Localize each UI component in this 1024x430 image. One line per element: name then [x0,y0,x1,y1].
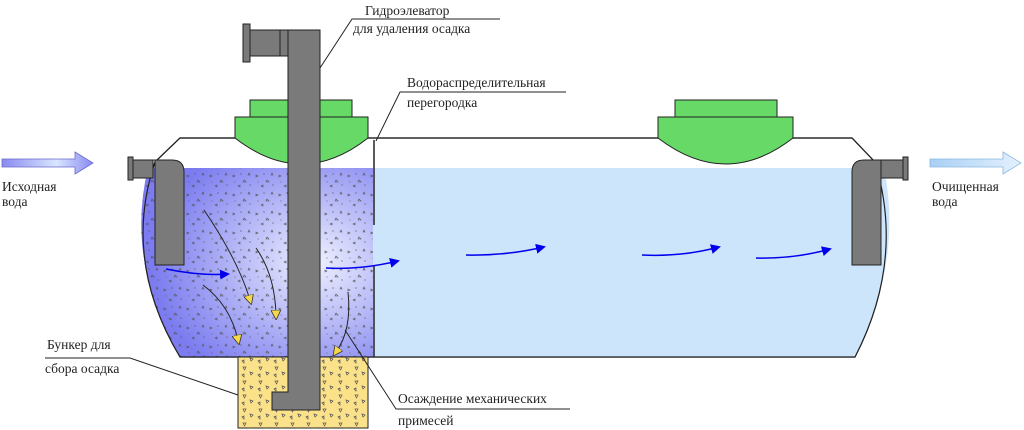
inlet-label-line2: вода [2,194,28,209]
inlet-label: Исходная вода [2,179,56,209]
leader-lines [45,18,570,410]
hydroelevator-label-line1: Гидроэлеватор [365,3,450,18]
flow-arrow [325,257,400,270]
settling-label-line1: Осаждение механических [398,391,547,406]
hydroelevator-label-line2: для удаления осадка [353,21,471,36]
flow-arrows [165,243,832,280]
inlet-arrow-icon [1,151,94,175]
flow-arrow [641,244,721,257]
settling-arrow [336,291,350,352]
outlet-pipe [851,156,909,266]
settling-arrow [203,209,250,300]
flow-arrow [465,243,546,256]
outlet-label-line1: Очищенная [932,179,999,194]
partition-label-line2: перегородка [407,95,478,110]
flow-arrow [755,246,832,259]
bunker-label-line2: сбора осадка [45,361,120,376]
settling-arrow [255,247,276,315]
settling-arrows [202,209,350,352]
outlet-label: Очищенная вода [932,179,999,209]
partition-label-line1: Водораспределительная [407,75,546,90]
flow-arrow [165,268,230,280]
hatch-right [657,99,794,165]
inlet-pipe [127,156,185,266]
outlet-label-line2: вода [932,194,958,209]
clean-water-chamber [373,168,890,357]
hydroelevator-pipe [242,23,321,411]
inlet-label-line1: Исходная [2,179,57,194]
outlet-arrow-icon [929,151,1022,175]
settling-arrow [202,284,238,340]
settling-label-line2: примесей [398,413,454,428]
bunker-label-line1: Бункер для [47,337,111,352]
